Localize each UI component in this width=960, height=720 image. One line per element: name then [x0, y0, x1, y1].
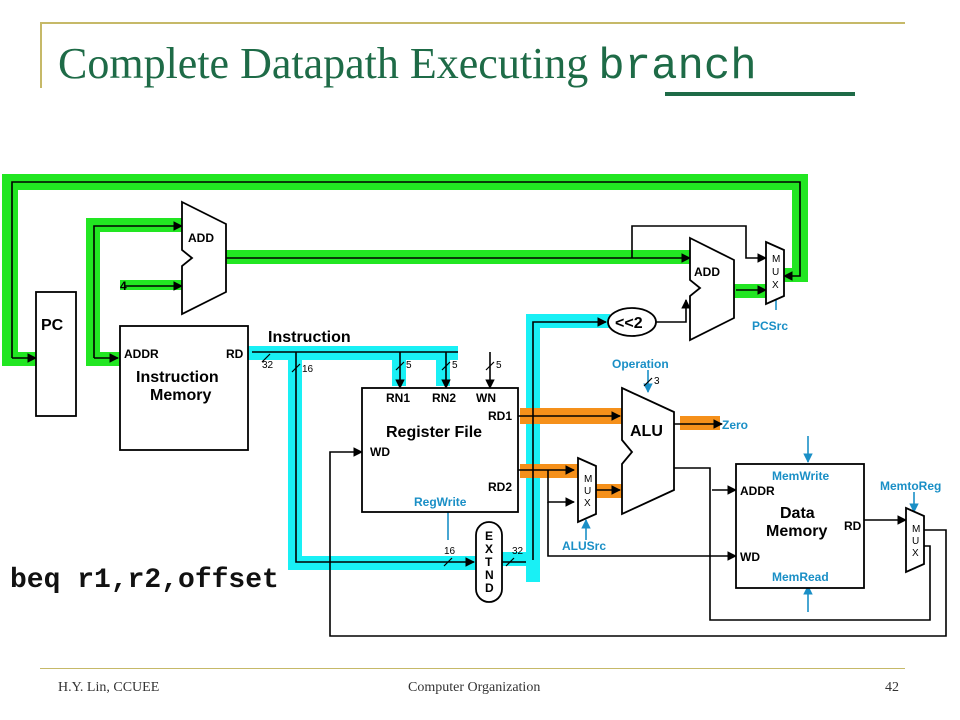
alusrc-label: ALUSrc: [562, 539, 606, 553]
svg-text:X: X: [912, 548, 919, 559]
footer-course: Computer Organization: [408, 680, 541, 695]
svg-text:U: U: [584, 486, 591, 497]
title-underline: [665, 92, 855, 96]
bits-32-label: 32: [262, 360, 274, 371]
svg-text:U: U: [772, 267, 779, 278]
bits-16-ext-label: 16: [444, 546, 456, 557]
register-file: RN1 RN2 WN RD1 Register File WD RD2 RegW…: [361, 387, 519, 513]
operation-label: Operation: [612, 357, 669, 371]
svg-text:WN: WN: [476, 391, 496, 405]
bits-5-wn-label: 5: [496, 360, 502, 371]
svg-text:X: X: [772, 280, 779, 291]
pc-mux: M U X PCSrc: [752, 240, 788, 333]
slide-title-main: Complete Datapath Executing: [58, 39, 589, 88]
bits-16-label: 16: [302, 364, 314, 375]
svg-text:RN1: RN1: [386, 391, 410, 405]
alu: ALU Operation 3 Zero: [612, 357, 748, 516]
pc-adder: ADD 4: [120, 200, 227, 316]
pc-register: PC: [35, 291, 77, 417]
orange-highlight-paths: [520, 408, 720, 498]
svg-text:M: M: [912, 524, 920, 535]
title-rule-left: [40, 22, 42, 88]
svg-text:Data: Data: [780, 505, 815, 522]
pcsrc-label: PCSrc: [752, 319, 788, 333]
bits-32-ext-label: 32: [512, 546, 524, 557]
slide-title-mono: branch: [598, 42, 757, 92]
svg-text:RN2: RN2: [432, 391, 456, 405]
svg-text:M: M: [772, 254, 780, 265]
instruction-text: beq r1,r2,offset: [10, 565, 279, 596]
memread-label: MemRead: [772, 570, 829, 584]
title-rule-top: [40, 22, 905, 24]
svg-text:WD: WD: [370, 445, 390, 459]
svg-text:ALU: ALU: [630, 423, 663, 440]
svg-text:Memory: Memory: [766, 523, 827, 540]
svg-text:T: T: [485, 555, 493, 569]
bits-5-rn2-label: 5: [452, 360, 458, 371]
instruction-memory: ADDR RD Instruction Memory: [119, 325, 249, 451]
svg-text:X: X: [485, 542, 493, 556]
svg-text:ADDR: ADDR: [740, 484, 775, 498]
svg-text:PC: PC: [41, 317, 64, 334]
constant-four: 4: [120, 279, 127, 293]
svg-text:N: N: [485, 568, 494, 582]
svg-text:<<2: <<2: [615, 315, 643, 332]
zero-label: Zero: [722, 418, 748, 432]
svg-text:Register File: Register File: [386, 424, 482, 441]
svg-text:ADD: ADD: [188, 231, 214, 245]
svg-text:E: E: [485, 529, 493, 543]
alu-src-mux: M U X ALUSrc: [562, 456, 606, 553]
branch-adder: ADD: [689, 236, 735, 342]
svg-text:U: U: [912, 536, 919, 547]
svg-text:M: M: [584, 474, 592, 485]
memwrite-label: MemWrite: [772, 469, 829, 483]
svg-text:Memory: Memory: [150, 387, 211, 404]
memtoreg-label: MemtoReg: [880, 479, 941, 493]
shift-left-2: <<2: [607, 307, 657, 337]
svg-text:ADDR: ADDR: [124, 347, 159, 361]
svg-text:RD: RD: [226, 347, 244, 361]
svg-text:RD1: RD1: [488, 409, 512, 423]
svg-text:WD: WD: [740, 550, 760, 564]
bit-width-ticks: [261, 353, 653, 567]
regwrite-label: RegWrite: [414, 495, 467, 509]
svg-text:Instruction: Instruction: [136, 369, 219, 386]
svg-text:RD2: RD2: [488, 480, 512, 494]
instruction-bus-label: Instruction: [268, 329, 351, 346]
footer-author: H.Y. Lin, CCUEE: [58, 680, 160, 695]
sign-extend: E X T N D 16 32: [444, 521, 524, 603]
svg-text:ADD: ADD: [694, 265, 720, 279]
footer-page-number: 42: [885, 680, 899, 695]
bits-3-label: 3: [654, 376, 660, 387]
bits-5-rn1-label: 5: [406, 360, 412, 371]
footer-rule: [40, 668, 905, 669]
wires: [11, 181, 947, 637]
svg-text:RD: RD: [844, 519, 862, 533]
data-memory: MemWrite ADDR Data Memory RD WD MemRead: [735, 463, 865, 589]
svg-text:X: X: [584, 498, 591, 509]
memtoreg-mux: M U X MemtoReg: [880, 479, 941, 574]
svg-text:D: D: [485, 581, 494, 595]
